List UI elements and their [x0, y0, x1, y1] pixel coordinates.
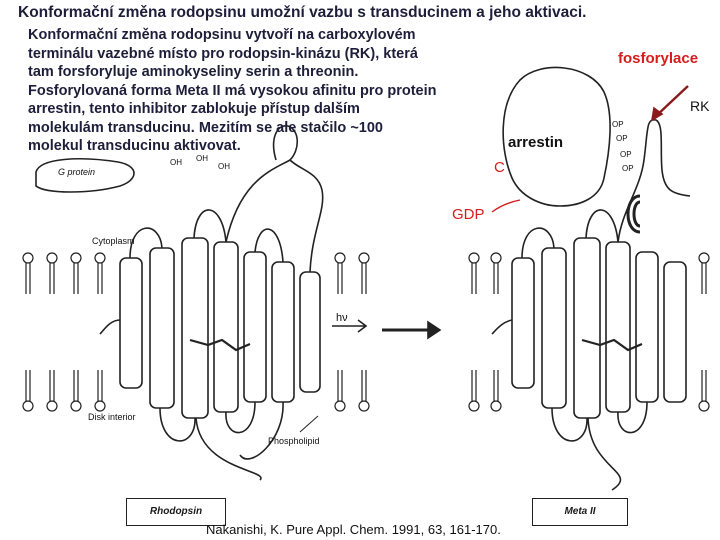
hv-label: hν	[336, 312, 348, 324]
binding-bracket	[626, 194, 641, 234]
phospholipid-label: Phospholipid	[268, 436, 320, 446]
body-line: Fosforylovaná forma Meta II má vysokou a…	[28, 82, 437, 99]
body-line: molekulám transducinu. Mezitím se ale st…	[28, 119, 383, 136]
lipids-left	[22, 252, 370, 412]
hidden-red-glyph: C	[494, 159, 505, 176]
meta-ii-helices	[491, 209, 687, 491]
body-line: tam forsforyluje aminokyseliny serin a t…	[28, 64, 359, 80]
retinal-right	[581, 338, 643, 352]
oh-label: OH	[170, 158, 182, 167]
g-protein-shape	[35, 158, 135, 193]
rk-label: RK	[690, 98, 710, 114]
body-line: molekul transducinu aktivovat.	[28, 138, 241, 154]
slide-title: Konformační změna rodopsinu umožní vazbu…	[18, 4, 587, 21]
gdp-label: GDP	[452, 206, 485, 223]
rk-arrow	[655, 85, 689, 117]
op-label: OP	[616, 134, 628, 143]
body-line: terminálu vazebné místo pro rodopsin-kin…	[28, 45, 418, 62]
rhodopsin-label-box: Rhodopsin	[126, 498, 226, 526]
op-label: OP	[620, 150, 632, 159]
oh-label: OH	[218, 162, 230, 171]
g-protein-label: G protein	[58, 167, 96, 177]
rhodopsin-helices	[99, 125, 324, 481]
op-label: OP	[612, 120, 624, 129]
cytoplasm-label: Cytoplasm	[92, 236, 135, 246]
oh-label: OH	[196, 154, 208, 163]
arrestin-label: arrestin	[508, 134, 564, 151]
disk-interior-label: Disk interior	[88, 412, 136, 422]
retinal-left	[189, 338, 251, 352]
arrestin-shape	[502, 66, 611, 207]
citation: Nakanishi, K. Pure Appl. Chem. 1991, 63,…	[206, 522, 501, 537]
body-text: Konformační změna rodopsinu vytvoří na c…	[28, 26, 498, 156]
body-line: Konformační změna rodopsinu vytvoří na c…	[28, 27, 416, 43]
hv-arrow	[332, 319, 368, 333]
body-line: arrestin, tento inhibitor zablokuje přís…	[28, 101, 360, 117]
meta-ii-label-box: Meta II	[532, 498, 628, 526]
fosforylace-label: fosforylace	[618, 50, 699, 67]
op-label: OP	[622, 164, 634, 173]
c-terminal-tail	[617, 119, 691, 243]
